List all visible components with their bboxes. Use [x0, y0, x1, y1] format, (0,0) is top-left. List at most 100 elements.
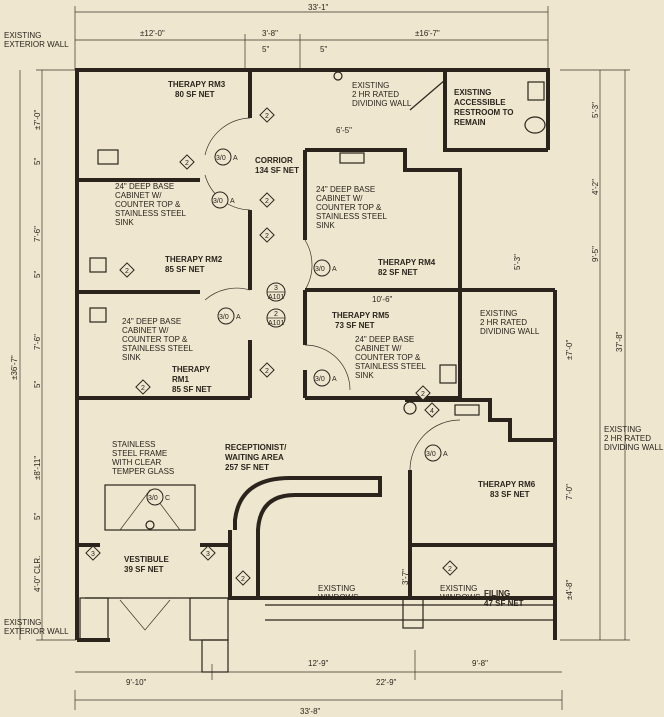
note-windows-1-1: EXISTING	[318, 584, 355, 593]
door-swings	[119, 117, 461, 631]
dim-door-5a: 5"	[262, 45, 269, 54]
svg-text:3/0: 3/0	[148, 495, 158, 502]
note-cab-rm1-5: SINK	[122, 353, 141, 362]
dim-right-7: 7'-0"	[565, 484, 574, 500]
note-restroom-3: RESTROOM TO	[454, 108, 513, 117]
reception-name-line1: RECEPTIONIST/	[225, 443, 287, 452]
wall-tag: 2	[259, 192, 275, 208]
rm1-area: 85 SF NET	[172, 385, 212, 394]
sink-rm4-icon	[339, 152, 365, 164]
fixtures	[89, 71, 546, 530]
note-windows-1-2: WINDOWS	[318, 593, 358, 602]
dim-left-4: 5"	[33, 271, 42, 278]
filing-area: 47 SF NET	[484, 599, 524, 608]
wall-tag: 2	[259, 107, 275, 123]
note-ext-wall-top-2: EXTERIOR WALL	[4, 40, 69, 49]
wall-tag: 2	[415, 385, 431, 401]
svg-text:2: 2	[125, 268, 129, 275]
svg-text:2: 2	[421, 391, 425, 398]
note-glass-4: TEMPER GLASS	[112, 467, 174, 476]
svg-text:A: A	[332, 376, 337, 383]
svg-text:3: 3	[274, 285, 278, 292]
reception-name-line2: WAITING AREA	[225, 453, 284, 462]
dim-vestibule-mid: 3'-7"	[401, 569, 410, 585]
dim-top-right: ±16'-7"	[415, 29, 440, 38]
rm1-name-line2: RM1	[172, 375, 189, 384]
corridor-area: 134 SF NET	[255, 166, 299, 175]
restroom-sink-icon	[527, 81, 545, 101]
svg-text:2: 2	[265, 198, 269, 205]
note-cab-rm5-1: 24" DEEP BASE	[355, 335, 414, 344]
note-div-right-1: EXISTING	[604, 425, 641, 434]
note-restroom-4: REMAIN	[454, 118, 486, 127]
svg-text:3/0: 3/0	[315, 266, 325, 273]
svg-text:A: A	[236, 314, 241, 321]
note-cab-rm2-2: CABINET W/	[115, 191, 162, 200]
door-tag-rm6: 3/0 A	[424, 444, 448, 462]
note-cab-rm2-5: SINK	[115, 218, 134, 227]
dim-right-1: 5'-3"	[591, 102, 600, 118]
note-cab-rm2-4: STAINLESS STEEL	[115, 209, 187, 218]
note-div-mid-3: DIVIDING WALL	[480, 327, 540, 336]
door-tag-rm2: 3/0 A	[211, 191, 235, 209]
toilet-icon	[524, 116, 546, 134]
note-cab-rm4-1: 24" DEEP BASE	[316, 185, 375, 194]
wall-tag: 2	[135, 379, 151, 395]
dim-bottom-mid-right: 9'-8"	[472, 659, 488, 668]
wall-tags: 2 2 2 2 2 2 2 2 2 2 3 3 4	[85, 107, 458, 586]
note-glass-1: STAINLESS	[112, 440, 155, 449]
note-cab-rm1-3: COUNTER TOP &	[122, 335, 188, 344]
svg-text:A: A	[443, 451, 448, 458]
note-cab-rm1-1: 24" DEEP BASE	[122, 317, 181, 326]
note-cab-rm4-4: STAINLESS STEEL	[316, 212, 388, 221]
note-div-mid-1: EXISTING	[480, 309, 517, 318]
sink-rm2-icon	[89, 257, 107, 273]
dim-corridor-width: 6'-5"	[336, 126, 352, 135]
dim-bottom-right: 22'-9"	[376, 678, 397, 687]
notes: EXISTING EXTERIOR WALL EXISTING EXTERIOR…	[4, 31, 664, 636]
door-tag-rm5: 3/0 A	[313, 369, 337, 387]
wall-tag-3: 3	[200, 545, 216, 561]
svg-text:3: 3	[206, 551, 210, 558]
wall-tag-4: 4	[424, 402, 440, 418]
svg-text:A101: A101	[268, 320, 284, 327]
section-marker-3: 3 A101	[266, 282, 286, 302]
svg-text:3: 3	[91, 551, 95, 558]
dim-left-2: 5"	[33, 158, 42, 165]
dim-left-6: 5"	[33, 381, 42, 388]
door-tag-rm1: 3/0 A	[217, 307, 241, 325]
floor-drain-icon	[145, 520, 155, 530]
fixture-icon	[333, 71, 343, 81]
note-ext-wall-bot-1: EXISTING	[4, 618, 41, 627]
dim-top-mid: 3'-8"	[262, 29, 278, 38]
door-tag-rm3: 3/0 A	[214, 148, 238, 166]
dim-right-6: 37'-8"	[615, 331, 624, 352]
dim-bottom-mid-left: 12'-9"	[308, 659, 329, 668]
dim-left-9: 4'-0" CLR.	[33, 556, 42, 592]
rm3-area: 80 SF NET	[175, 90, 215, 99]
dim-right-5: ±7'-0"	[565, 340, 574, 360]
dim-right-4: 5'-3"	[513, 254, 522, 270]
svg-text:2: 2	[185, 160, 189, 167]
dim-left-5: 7'-6"	[33, 334, 42, 350]
room-labels: THERAPY RM3 80 SF NET CORRIOR 134 SF NET…	[124, 80, 536, 608]
dim-left-overall: ±36'-7"	[10, 355, 19, 380]
svg-text:2: 2	[241, 576, 245, 583]
rm2-area: 85 SF NET	[165, 265, 205, 274]
note-cab-rm4-5: SINK	[316, 221, 335, 230]
svg-text:2: 2	[265, 233, 269, 240]
svg-text:2: 2	[448, 566, 452, 573]
note-restroom-2: ACCESSIBLE	[454, 98, 506, 107]
note-cab-rm5-4: STAINLESS STEEL	[355, 362, 427, 371]
section-marker-2: 2 A101	[266, 308, 286, 328]
fixture-circle-icon	[403, 401, 417, 415]
note-ext-wall-top-1: EXISTING	[4, 31, 41, 40]
rm1-name-line1: THERAPY	[172, 365, 211, 374]
svg-text:A: A	[332, 266, 337, 273]
section-markers: 3 A101 2 A101	[266, 282, 286, 328]
note-cab-rm5-5: SINK	[355, 371, 374, 380]
note-cab-rm2-3: COUNTER TOP &	[115, 200, 181, 209]
svg-text:C: C	[165, 495, 170, 502]
door-tag-rm4: 3/0 A	[313, 259, 337, 277]
